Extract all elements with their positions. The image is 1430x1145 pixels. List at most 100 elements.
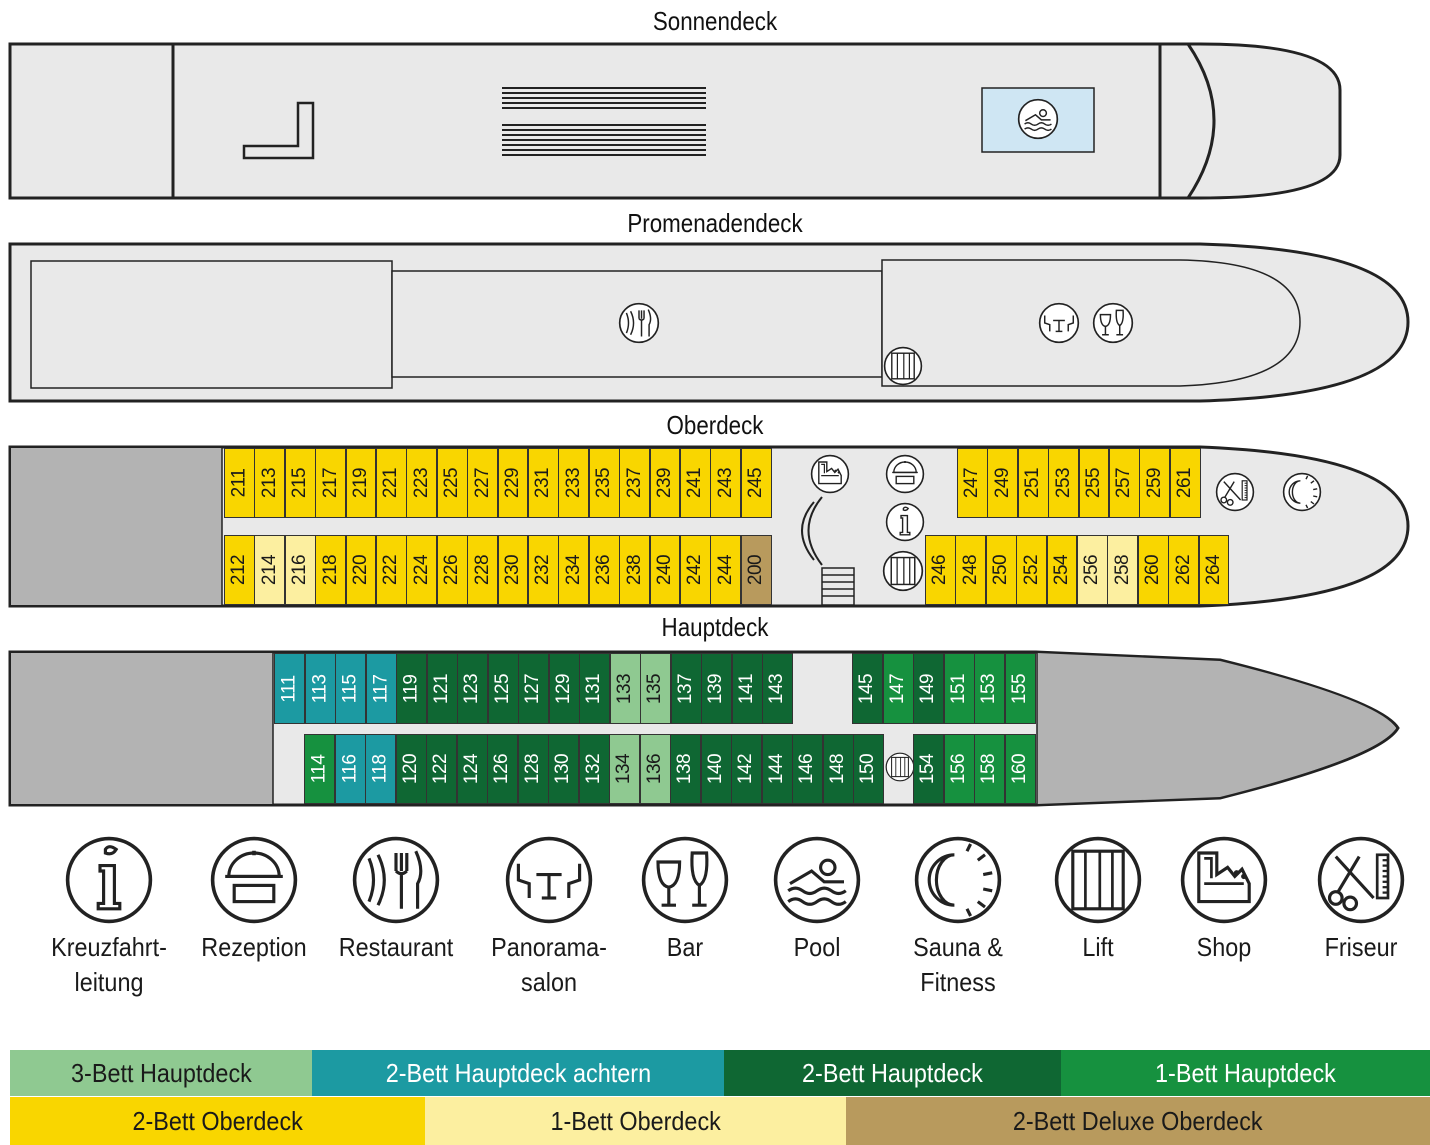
cabin-217: 217 — [315, 448, 347, 518]
cabin-262: 262 — [1168, 535, 1200, 605]
promenadendeck-hull — [8, 242, 1410, 403]
cabin-number: 225 — [441, 467, 463, 499]
cabin-number: 228 — [471, 554, 493, 586]
cabin-number: 226 — [441, 554, 463, 586]
cabin-number: 111 — [278, 674, 300, 703]
cabin-121: 121 — [426, 653, 458, 724]
cabin-153: 153 — [974, 653, 1005, 724]
cabin-number: 125 — [492, 673, 514, 704]
cabin-number: 156 — [948, 753, 970, 785]
cabin-119: 119 — [396, 653, 427, 724]
cabin-number: 244 — [714, 554, 736, 586]
cabin-248: 248 — [955, 535, 987, 605]
legend-label: Friseur — [1289, 930, 1430, 965]
legend-label-line1: Panorama- — [491, 932, 607, 962]
cabin-213: 213 — [254, 448, 286, 518]
restaurant-icon — [352, 836, 440, 924]
cabin-111: 111 — [274, 653, 305, 724]
cabin-number: 219 — [350, 467, 372, 499]
cabin-142: 142 — [731, 734, 762, 804]
legend-label: Sauna &Fitness — [886, 930, 1030, 1000]
cabin-number: 200 — [745, 554, 767, 586]
cabin-242: 242 — [680, 535, 711, 605]
cabin-number: 160 — [1009, 753, 1031, 785]
cabin-145: 145 — [852, 653, 883, 724]
cabin-155: 155 — [1004, 653, 1036, 724]
legend-label-line2: salon — [521, 967, 577, 997]
cabin-222: 222 — [376, 535, 407, 605]
cabin-number: 261 — [1174, 467, 1196, 499]
cabin-116: 116 — [334, 734, 366, 804]
cabin-number: 122 — [430, 753, 452, 785]
cabin-235: 235 — [588, 448, 620, 518]
cabin-number: 115 — [339, 674, 361, 703]
cabin-221: 221 — [376, 448, 407, 518]
cabin-113: 113 — [304, 653, 336, 724]
hairdresser-icon — [1317, 836, 1405, 924]
cabin-244: 244 — [710, 535, 742, 605]
cabin-number: 138 — [674, 753, 696, 785]
cabin-number: 259 — [1143, 467, 1165, 499]
cabin-154: 154 — [913, 734, 944, 804]
cabin-number: 257 — [1113, 467, 1135, 499]
cabin-number: 247 — [961, 467, 983, 499]
key-one-bed-oberdeck: 1-Bett Oberdeck — [425, 1097, 846, 1145]
cabin-230: 230 — [497, 535, 529, 605]
legend-label: Rezeption — [182, 930, 326, 965]
cabin-number: 212 — [228, 554, 250, 586]
cabin-number: 254 — [1051, 554, 1073, 586]
cabin-236: 236 — [588, 535, 620, 605]
cabin-number: 134 — [613, 753, 635, 785]
legend-label-line1: Restaurant — [338, 932, 454, 962]
cabin-130: 130 — [548, 734, 579, 804]
cabin-number: 140 — [705, 753, 727, 785]
cabin-number: 239 — [654, 467, 676, 499]
cabin-141: 141 — [731, 653, 763, 724]
cabin-number: 221 — [380, 467, 402, 499]
cabin-number: 235 — [593, 467, 615, 499]
cabin-number: 256 — [1081, 554, 1103, 586]
deck-title-sonnendeck: Sonnendeck — [652, 6, 778, 36]
cabin-256: 256 — [1077, 535, 1108, 605]
cabin-number: 229 — [502, 467, 524, 499]
cabin-253: 253 — [1048, 448, 1080, 518]
cabin-247: 247 — [957, 448, 988, 518]
cabin-number: 255 — [1083, 467, 1105, 499]
reception-icon — [885, 454, 925, 494]
cabin-239: 239 — [649, 448, 681, 518]
cabin-211: 211 — [224, 448, 255, 518]
cabin-number: 223 — [410, 467, 432, 499]
cabin-number: 151 — [948, 673, 970, 704]
cabin-number: 218 — [319, 554, 341, 586]
cabin-234: 234 — [558, 535, 590, 605]
cabin-215: 215 — [284, 448, 316, 518]
legend-label-line2: leitung — [74, 967, 144, 997]
cabin-number: 131 — [583, 673, 605, 704]
legend-label: Pool — [745, 930, 889, 965]
cabin-216: 216 — [284, 535, 316, 605]
cabin-220: 220 — [345, 535, 377, 605]
cabin-133: 133 — [609, 653, 641, 724]
cabin-238: 238 — [619, 535, 651, 605]
key-two-bed-hauptdeck-achtern: 2-Bett Hauptdeck achtern — [312, 1050, 724, 1096]
deck-title-promenadendeck: Promenadendeck — [627, 208, 803, 238]
cabin-233: 233 — [558, 448, 590, 518]
cabin-number: 121 — [431, 673, 453, 704]
cabin-number: 147 — [887, 673, 909, 704]
cabin-number: 233 — [562, 467, 584, 499]
cabin-number: 237 — [623, 467, 645, 499]
cabin-number: 216 — [289, 554, 311, 586]
cabin-129: 129 — [548, 653, 580, 724]
cabin-number: 154 — [917, 753, 939, 785]
cabin-number: 153 — [978, 673, 1000, 704]
cabin-219: 219 — [345, 448, 377, 518]
cabin-257: 257 — [1109, 448, 1140, 518]
cabin-200: 200 — [740, 535, 772, 605]
cabin-125: 125 — [487, 653, 519, 724]
cabin-118: 118 — [365, 734, 396, 804]
cabin-143: 143 — [762, 653, 793, 724]
cabin-number: 148 — [827, 753, 849, 785]
cabin-223: 223 — [406, 448, 438, 518]
cabin-number: 128 — [522, 753, 544, 785]
cabin-214: 214 — [254, 535, 286, 605]
